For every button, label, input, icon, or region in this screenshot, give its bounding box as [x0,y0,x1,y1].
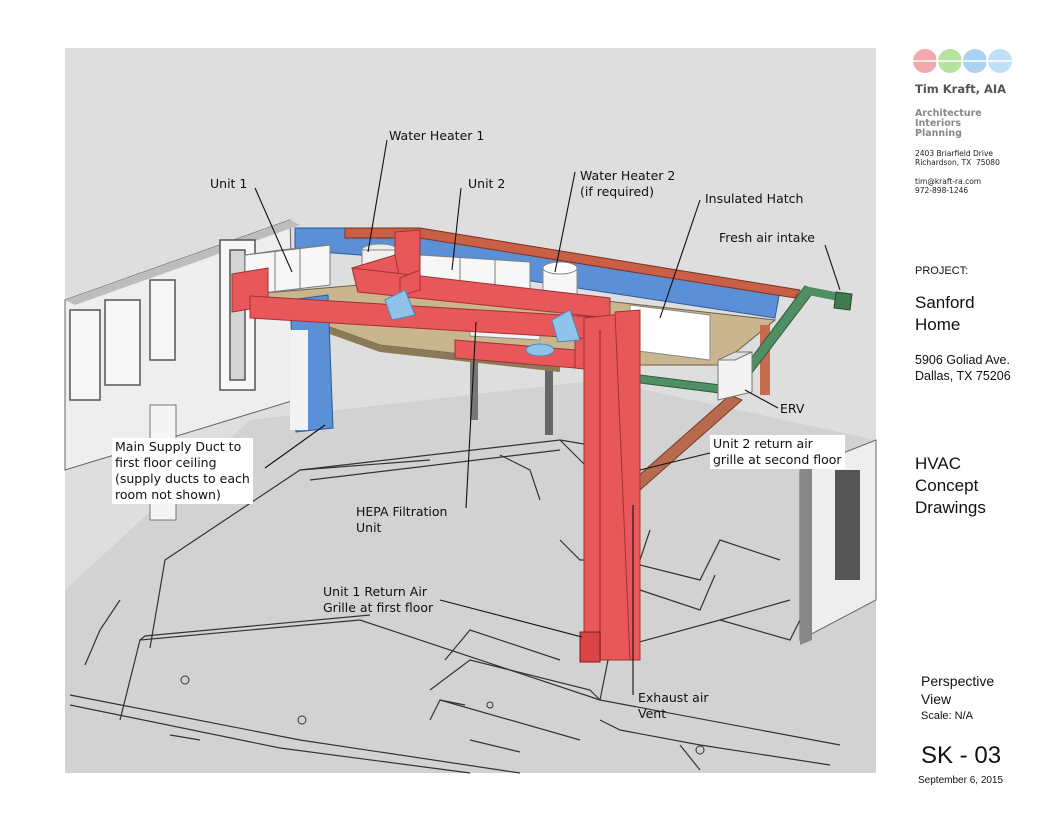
column-mid [470,350,478,420]
view-type-line-2: View [921,691,952,707]
label-insulated-hatch: Insulated Hatch [705,191,804,206]
column-right [545,365,553,435]
label-unit-2: Unit 2 [468,176,506,191]
issue-date: September 6, 2015 [918,775,1004,786]
floor-plan-linework [69,439,841,774]
label-fresh-air-intake: Fresh air intake [719,230,815,245]
label-unit-1: Unit 1 [210,176,248,191]
return-duct-drop-white [290,330,308,430]
project-name-line-2: Home [915,315,961,334]
label-main-supply-duct: Main Supply Duct to first floor ceiling … [112,438,253,504]
label-water-heater-1: Water Heater 1 [389,128,485,143]
supply-duct [231,229,641,661]
firm-email[interactable]: tim@kraft-ra.com [915,177,982,186]
project-label: PROJECT: [915,265,969,277]
exhaust-duct-upper [344,227,801,299]
floor-plan-slab [65,380,876,773]
firm-name: Tim Kraft, AIA [915,82,1007,96]
label-unit-1-return: Unit 1 Return Air Grille at first floor [323,584,434,615]
fresh-air-intake-hood [833,291,853,311]
right-wall-end [800,465,812,645]
label-unit-2-return: Unit 2 return air grille at second floor [710,435,845,469]
label-hepa-filtration: HEPA Filtration Unit [356,504,448,535]
erv-box [717,351,753,401]
firm-service-interiors: Interiors [915,118,962,129]
label-erv: ERV [780,401,805,416]
firm-phone: 972-898-1246 [915,186,969,195]
project-address-line-2: Dallas, TX 75206 [915,369,1011,383]
hepa-cones [384,289,581,357]
leader-lines [254,139,841,695]
right-wall-window [835,470,860,580]
left-wall-windows [69,239,256,401]
fresh-air-duct-top [803,286,840,301]
firm-address-line-2: Richardson, TX 75080 [915,158,1000,167]
sheet-number: SK - 03 [921,742,1002,769]
label-exhaust-vent: Exhaust air Vent [638,690,709,721]
firm-service-planning: Planning [915,128,962,139]
project-name-line-1: Sanford [915,293,975,312]
drawing-title-line-3: Drawings [915,498,986,517]
scale-note: Scale: N/A [921,710,973,722]
label-water-heater-2: Water Heater 2 (if required) [580,168,676,199]
firm-service-architecture: Architecture [915,108,982,119]
view-type-line-1: Perspective [921,673,995,689]
unit-1-return-grille [579,631,601,663]
project-address-line-1: 5906 Goliad Ave. [915,353,1010,367]
firm-address-line-1: 2403 Briarfield Drive [915,149,994,158]
insulated-hatch-box [629,304,711,361]
drawing-title-line-2: Concept [915,476,979,495]
firm-logo [912,48,1014,74]
floor-plan-markers [180,675,705,755]
drawing-title-line-1: HVAC [915,454,961,473]
